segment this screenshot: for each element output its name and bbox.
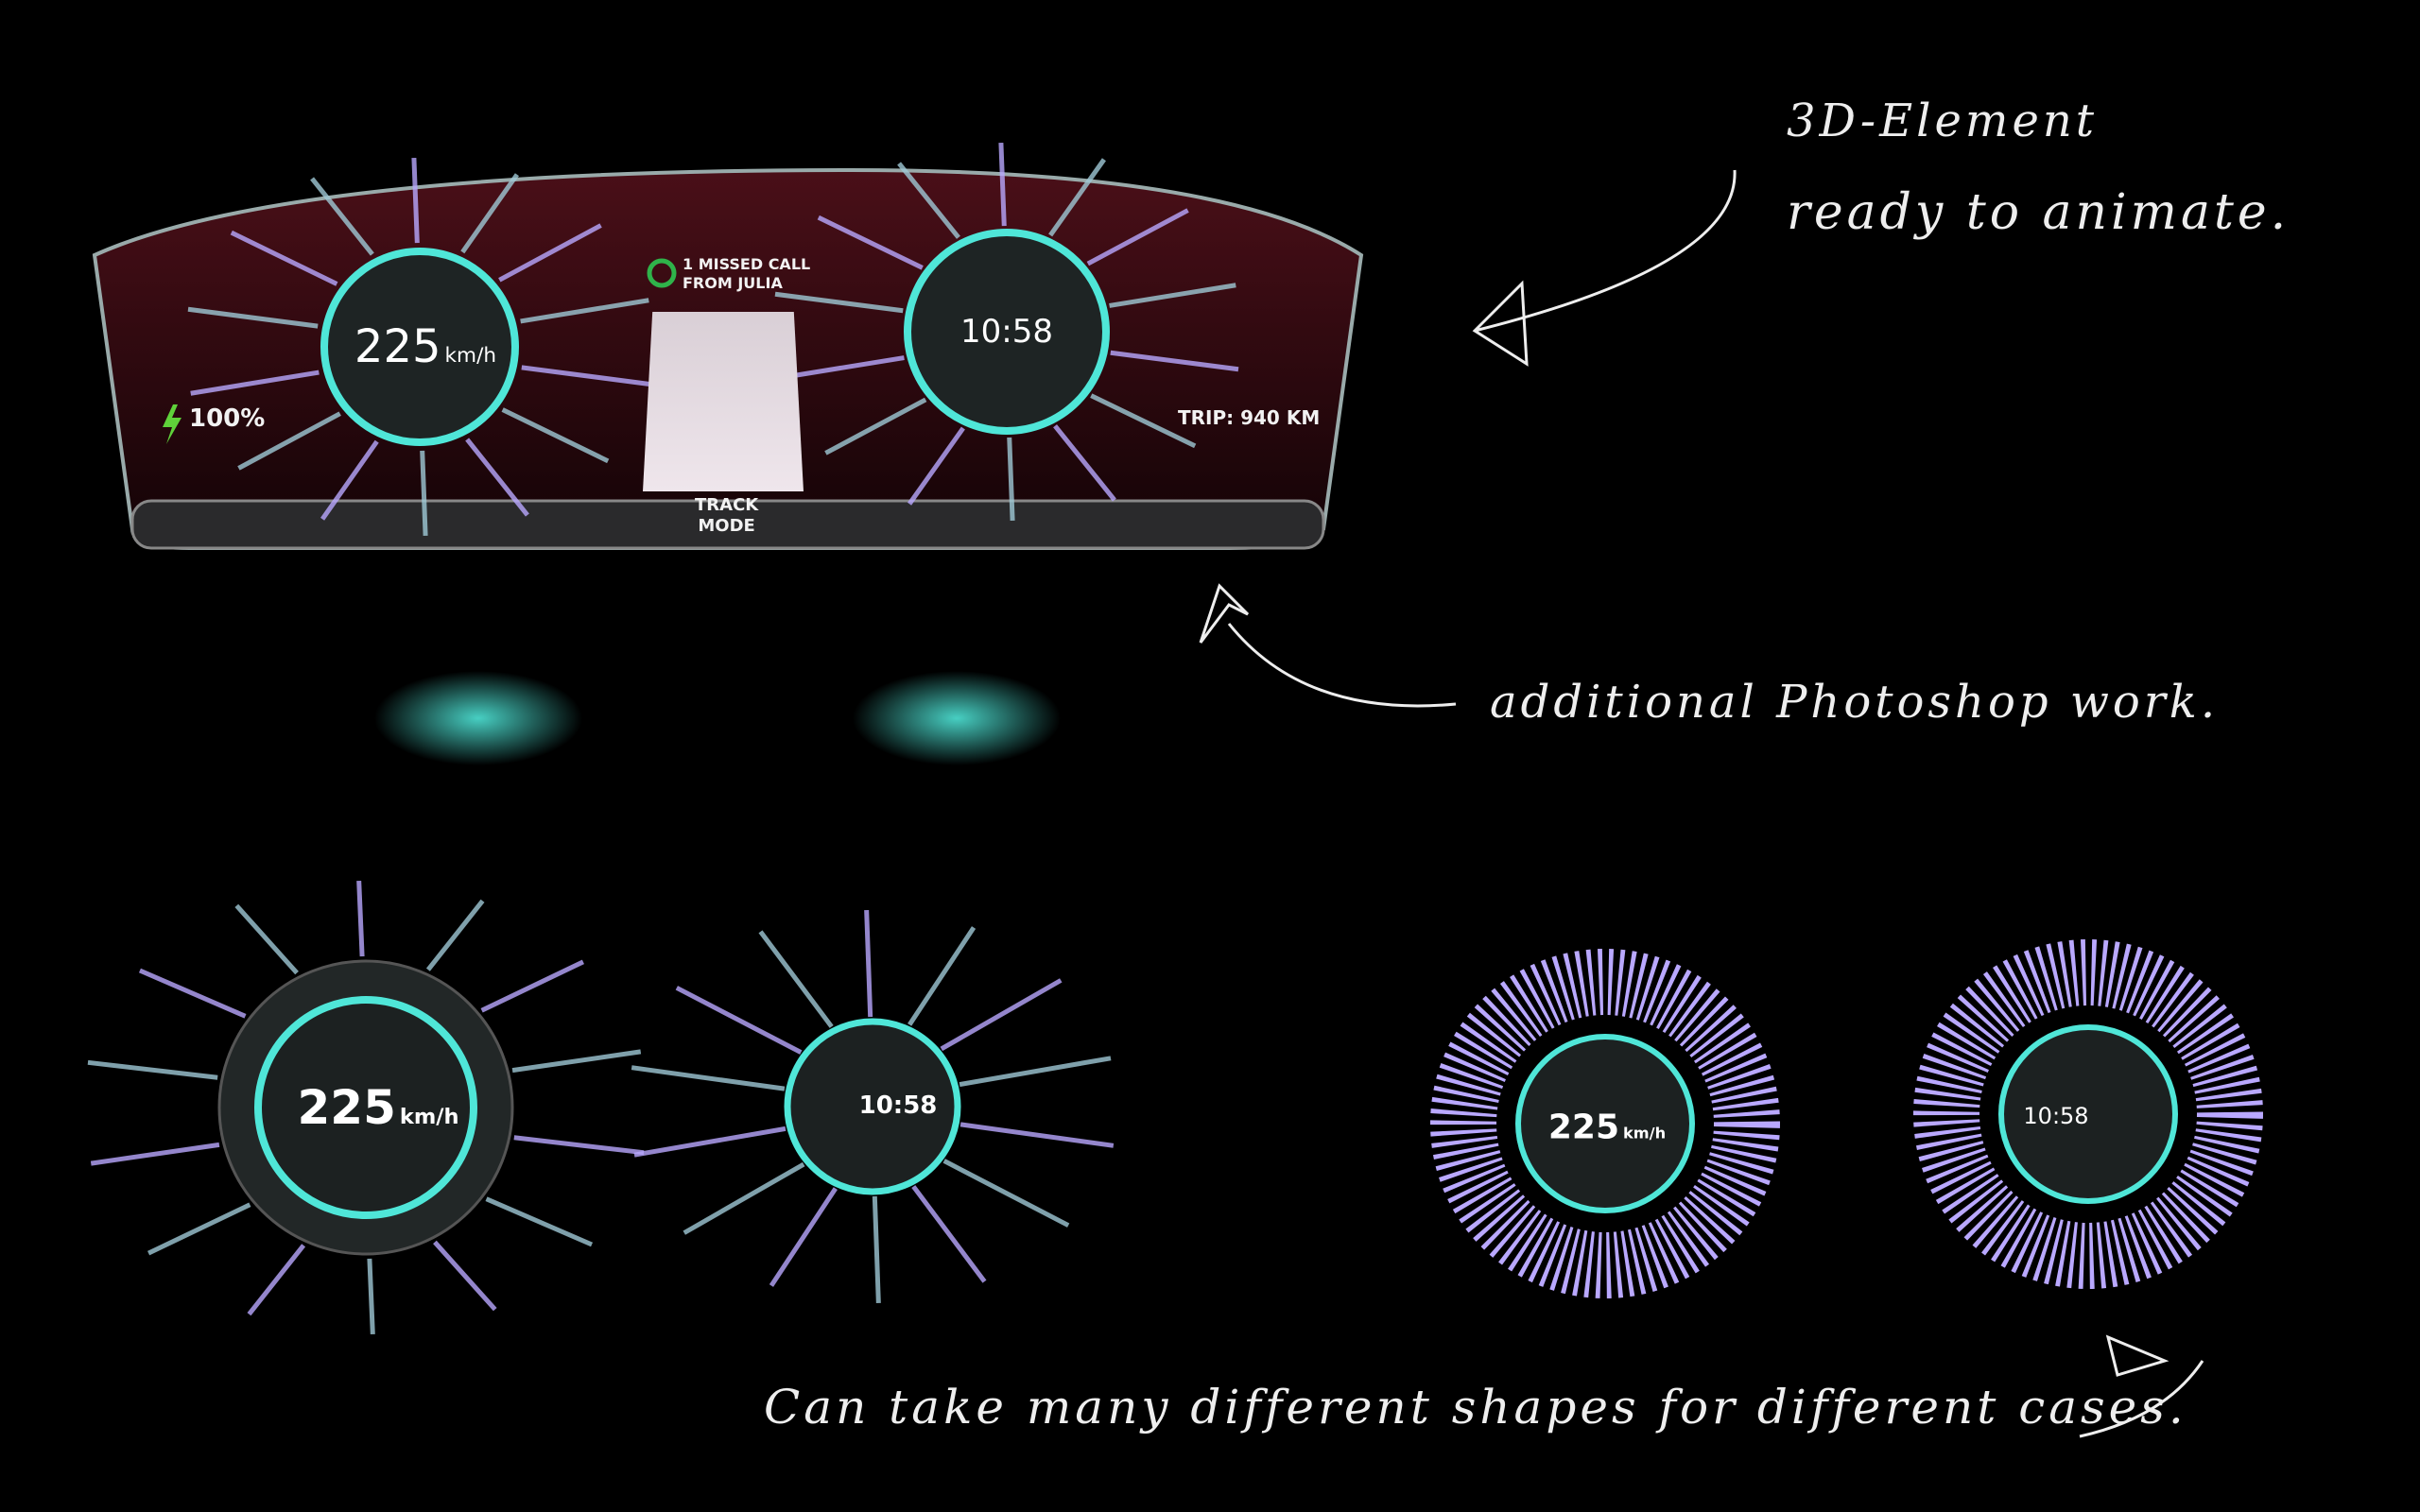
gauge-ray [1110, 350, 1239, 372]
gauge-ray [911, 1185, 987, 1283]
gauge-ray [513, 1135, 645, 1156]
ring-variant-1-core [1515, 1034, 1695, 1213]
gauge-ray [356, 880, 365, 957]
reflection-glow-right [853, 671, 1061, 765]
speed-unit: km/h [399, 1105, 459, 1129]
gauge-ray [520, 298, 649, 324]
battery-level: 100% [189, 404, 266, 433]
arrow-to-reflection [1199, 583, 1457, 708]
gauge-ray [465, 438, 529, 517]
gauge-ray [1109, 283, 1236, 308]
gauge-ray [774, 291, 904, 314]
gauge-ray [230, 230, 338, 286]
gauge-ray [411, 157, 420, 244]
gauge-ray [367, 1258, 375, 1335]
gauge-ray [460, 173, 519, 254]
gauge-ray [872, 1195, 881, 1304]
gauge-ray [498, 223, 602, 283]
clock-readout-bottom-right: 10:58 [2023, 1103, 2089, 1129]
gauge-ray [310, 177, 374, 256]
gauge-ray [675, 986, 803, 1055]
battery-bolt-icon [163, 404, 182, 444]
speed-gauge-top [320, 248, 519, 446]
gauge-ray [1048, 158, 1106, 237]
annotation-3d-element: 3D-Element [1787, 94, 2099, 147]
gauge-ray [521, 365, 652, 387]
gauge-ray [320, 439, 379, 521]
trip-distance: TRIP: 940 KM [1178, 406, 1321, 429]
reflection-glow-left [374, 671, 582, 765]
clock-readout-top: 10:58 [960, 313, 1053, 351]
speed-value: 225 [297, 1080, 396, 1135]
gauge-ray [683, 1161, 805, 1235]
gauge-ray [485, 1196, 594, 1247]
gauge-ray [90, 1142, 220, 1166]
gauge-ray [1053, 424, 1116, 502]
gauge-ray [758, 930, 834, 1028]
gauge-ray [147, 1202, 251, 1256]
gauge-ray [633, 1125, 786, 1158]
gauge-ray [1090, 393, 1197, 449]
navigation-map[interactable] [643, 312, 804, 491]
speed-gauge-bottom [254, 996, 477, 1219]
gauge-ray [420, 450, 428, 537]
gauge-ray [190, 369, 320, 396]
annotation-ready-to-animate: ready to animate. [1787, 184, 2290, 241]
gauge-ray [631, 1065, 786, 1091]
notification-line-2: FROM JULIA [683, 274, 783, 292]
gauge-ray [511, 1049, 642, 1074]
gauge-ray [247, 1244, 306, 1316]
gauge-ray [824, 397, 927, 455]
notification-line-1: 1 MISSED CALL [683, 255, 811, 273]
dashboard-base [130, 499, 1325, 550]
arrow-to-rings [2079, 1334, 2204, 1438]
gauge-ray [908, 426, 965, 506]
clock-readout-bottom-left: 10:58 [858, 1091, 938, 1120]
gauge-ray [234, 903, 299, 975]
gauge-ray [480, 959, 584, 1013]
gauge-ray [897, 162, 960, 239]
gauge-ray [237, 411, 341, 471]
speed-value: 225 [1547, 1108, 1620, 1147]
clock-gauge-top [904, 229, 1110, 435]
gauge-ray [864, 909, 873, 1018]
gauge-ray [1086, 208, 1189, 266]
clock-gauge-bottom [784, 1018, 961, 1195]
speed-unit: km/h [1623, 1124, 1667, 1143]
gauge-ray [959, 1122, 1115, 1148]
ring-variant-2 [1913, 939, 2263, 1289]
gauge-ray [501, 407, 610, 464]
gauge-ray [425, 899, 485, 971]
gauge-ray [1007, 437, 1015, 522]
ring-variant-1 [1430, 949, 1780, 1298]
mode-line-2: MODE [698, 516, 755, 536]
speed-unit: km/h [444, 344, 497, 368]
gauge-ray [908, 926, 977, 1026]
gauge-ray [769, 1187, 838, 1287]
gauge-ray [959, 1056, 1112, 1088]
mode-line-1: TRACK [695, 495, 759, 515]
annotation-shapes: Can take many different shapes for diffe… [764, 1380, 2187, 1435]
gauge-ray [777, 355, 905, 381]
gauge-ray [940, 978, 1063, 1052]
gauge-ray [433, 1240, 497, 1312]
gauge-ray [998, 142, 1007, 227]
speed-value: 225 [354, 320, 441, 373]
gauge-ray [817, 215, 924, 270]
gauge-ray [942, 1159, 1070, 1228]
phone-call-icon [647, 258, 677, 288]
gauge-ray [87, 1059, 218, 1080]
gauge-ray [138, 968, 247, 1019]
arrow-to-dashboard [1472, 169, 1737, 367]
gauge-ray [187, 306, 319, 329]
annotation-photoshop: additional Photoshop work. [1490, 676, 2220, 729]
ring-variant-2-core [1998, 1024, 2178, 1204]
